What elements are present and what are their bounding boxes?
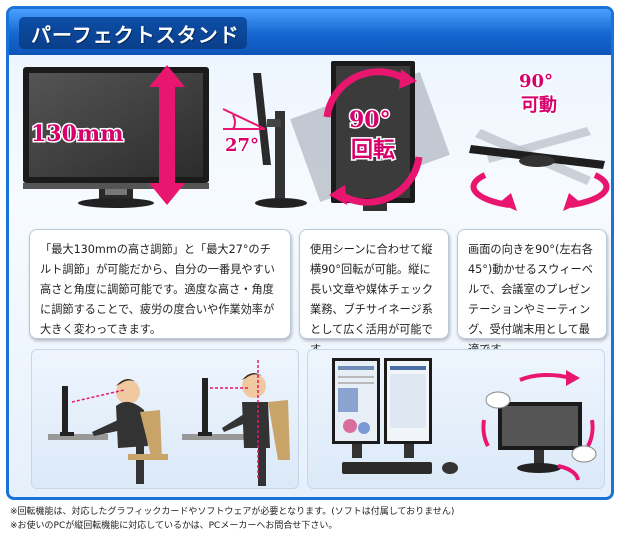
swivel-monitor-hands bbox=[481, 370, 597, 481]
note-pc-maker: ※お使いのPCが縦回転機能に対応しているかは、PCメーカーへお問合せ下さい。 bbox=[10, 521, 338, 531]
tilt-monitor-illustration bbox=[222, 73, 307, 208]
feature-frame: パーフェクトスタンド 130mm 27° bbox=[6, 6, 614, 500]
height-arrow bbox=[149, 65, 185, 205]
swivel-number: 90° bbox=[519, 71, 553, 92]
feature-illustrations: 130mm 27° 90° 回転 bbox=[23, 61, 610, 211]
height-label: 130mm bbox=[31, 121, 123, 147]
header-tab bbox=[19, 17, 247, 49]
pivot-description: 使用シーンに合わせて縦横90°回転が可能。縦に長い文章や媒体チェック業務、ブチサ… bbox=[299, 229, 449, 356]
height-tilt-description: 「最大130mmの高さ調節」と「最大27°のチルト調節」が可能だから、自分の一番… bbox=[29, 229, 291, 339]
usage-illustration bbox=[332, 358, 597, 481]
bad-posture-figure bbox=[48, 379, 168, 484]
tilt-label: 27° bbox=[225, 135, 259, 156]
note-graphics-card: ※回転機能は、対応したグラフィックカードやソフトウェアが必要となります。(ソフト… bbox=[10, 507, 455, 517]
pivot-monitor-illustration bbox=[290, 61, 450, 211]
good-posture-figure bbox=[182, 360, 290, 486]
section-title: パーフェクトスタンド bbox=[31, 23, 240, 47]
posture-illustration bbox=[48, 360, 290, 486]
swivel-word: 可動 bbox=[521, 94, 557, 116]
dual-portrait-monitors bbox=[332, 358, 458, 474]
swivel-description: 画面の向きを90°(左右各45°)動かせるスウィーベルで、会議室のプレゼンテーシ… bbox=[457, 229, 607, 356]
header-bar: パーフェクトスタンド bbox=[9, 9, 611, 55]
usage-panel bbox=[307, 349, 605, 489]
pivot-word: 回転 bbox=[351, 137, 395, 163]
pivot-number: 90° bbox=[349, 107, 391, 133]
swivel-monitor-illustration bbox=[469, 127, 610, 211]
posture-panel bbox=[31, 349, 299, 489]
